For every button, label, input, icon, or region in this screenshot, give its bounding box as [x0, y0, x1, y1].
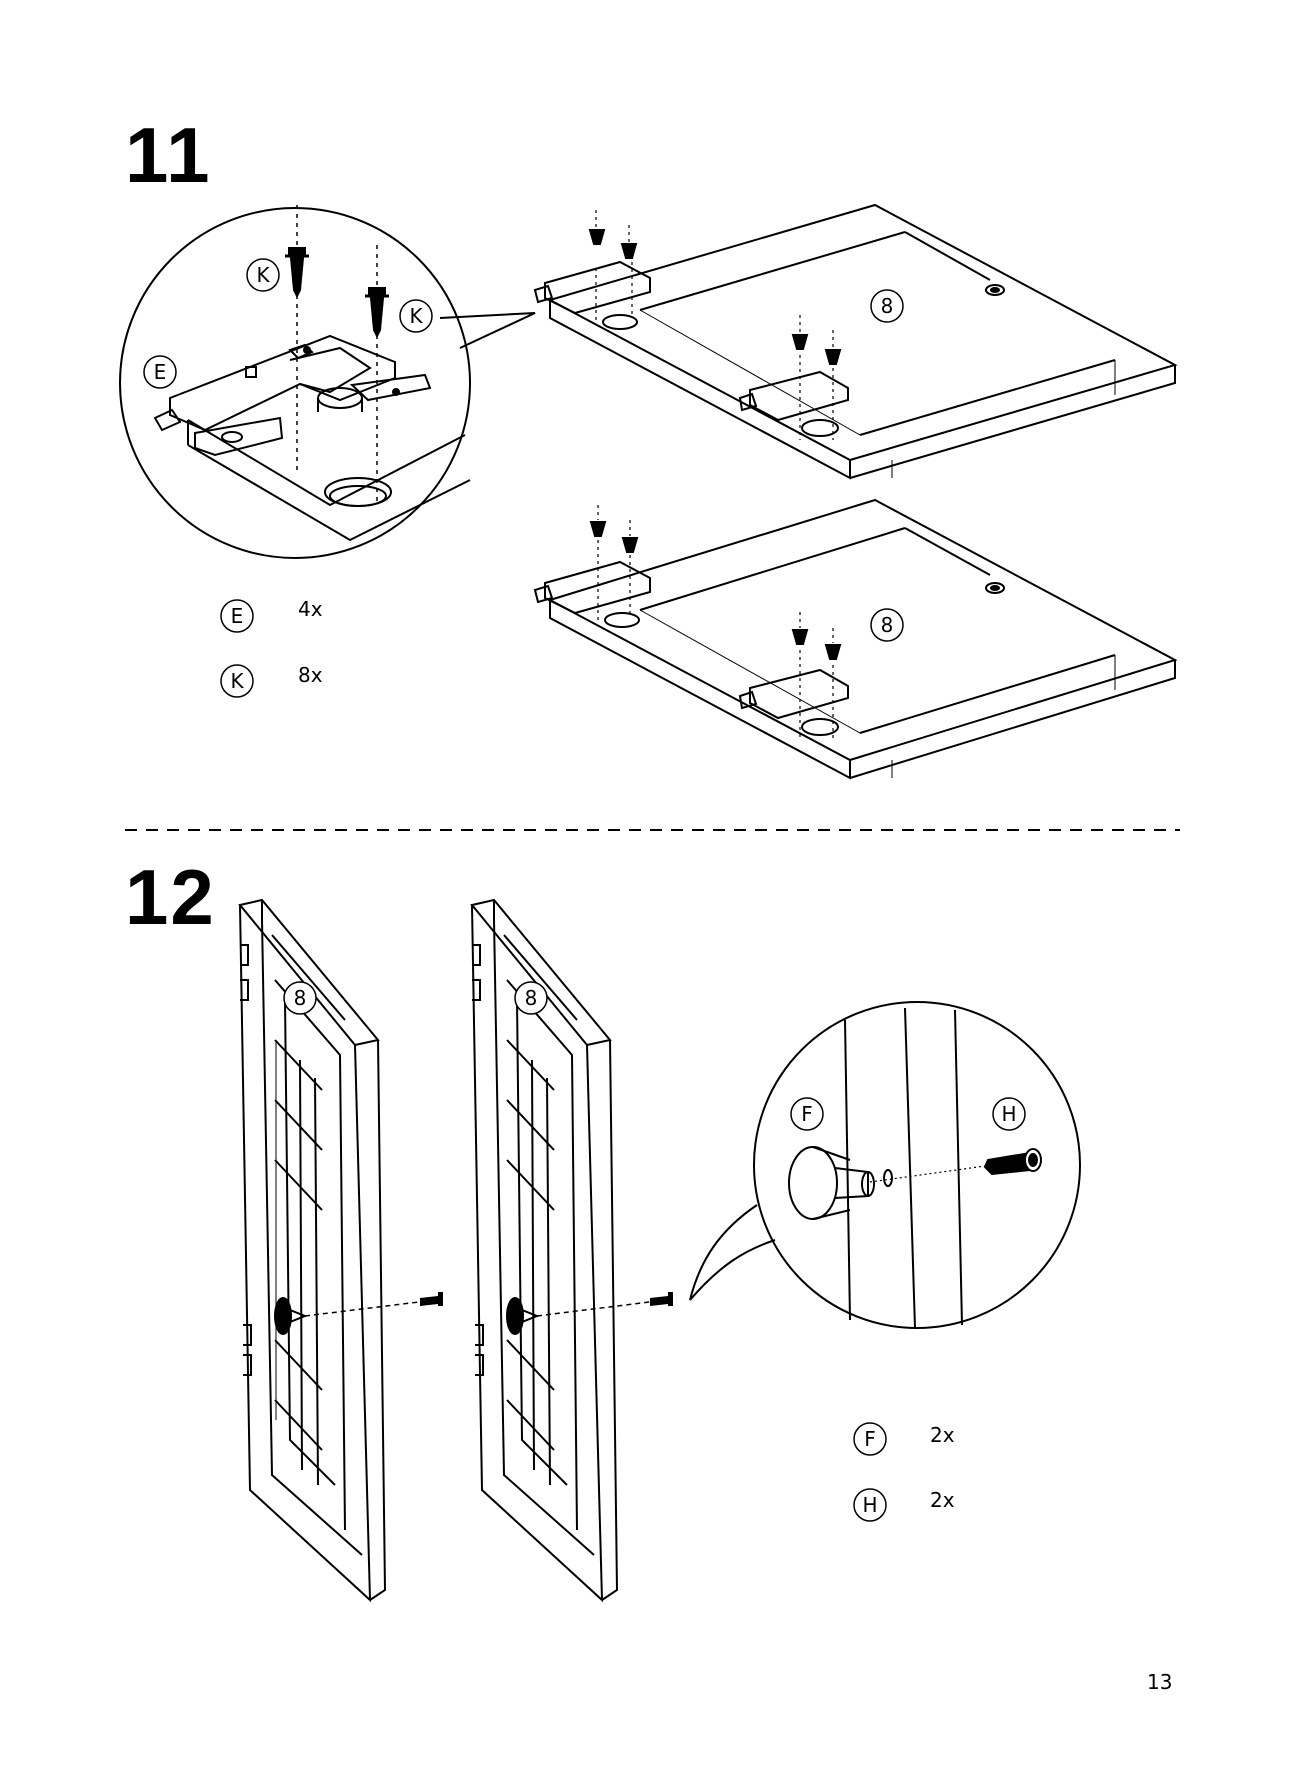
label-panel-top: 8 — [881, 294, 894, 318]
step11-part-labels — [144, 259, 903, 697]
step11-panel-bottom — [535, 500, 1175, 778]
label-door-left: 8 — [294, 986, 307, 1010]
door-left-screw — [420, 1292, 443, 1306]
label-door-right: 8 — [525, 986, 538, 1010]
legend-part-f: F — [864, 1427, 876, 1451]
part-e-quantity: 4x — [298, 599, 323, 619]
part-k-quantity: 8x — [298, 665, 323, 685]
step-11-number: 11 — [125, 116, 211, 194]
label-panel-bottom: 8 — [881, 613, 894, 637]
label-f: F — [801, 1102, 813, 1126]
legend-part-h: H — [862, 1493, 877, 1517]
part-f-quantity: 2x — [930, 1425, 955, 1445]
page-number: 13 — [1147, 1672, 1172, 1692]
step12-detail-magnifier — [690, 1002, 1080, 1328]
label-h: H — [1001, 1102, 1016, 1126]
legend-part-k: K — [230, 669, 244, 693]
step-12-number: 12 — [125, 858, 216, 936]
door-left-knob-guide — [305, 1300, 435, 1316]
step11-panel-top — [535, 205, 1175, 478]
part-h-quantity: 2x — [930, 1490, 955, 1510]
legend-part-e: E — [231, 604, 244, 628]
step11-detail-magnifier — [120, 205, 535, 558]
step12-part-labels — [284, 982, 1025, 1521]
label-e: E — [154, 360, 167, 384]
label-k-left: K — [256, 263, 270, 287]
label-k-right: K — [409, 304, 423, 328]
door-right-knob-guide — [537, 1300, 665, 1316]
door-right-screw — [650, 1292, 673, 1306]
